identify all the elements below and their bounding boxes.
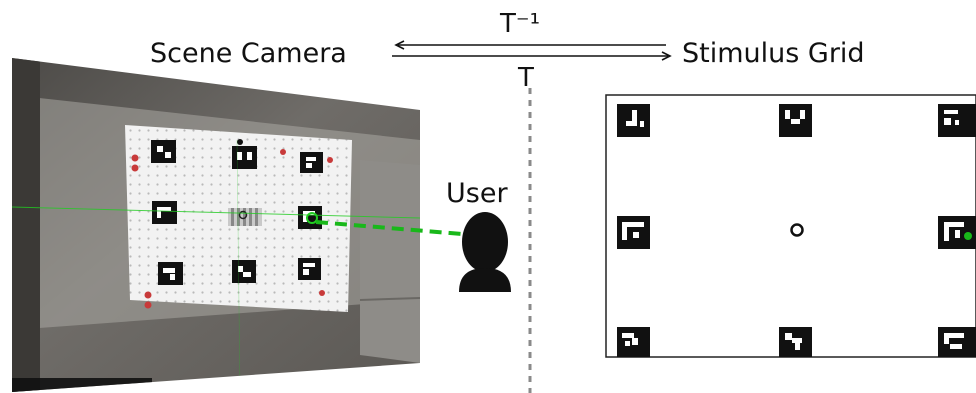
t-inverse-label: T⁻¹ <box>499 9 540 39</box>
scene-camera-label: Scene Camera <box>150 38 347 69</box>
photo-marker <box>158 262 183 285</box>
photo-gaze-point <box>306 212 318 224</box>
scene-camera-photo <box>12 58 420 392</box>
t-label: T <box>517 63 534 93</box>
user-silhouette-icon <box>459 212 511 292</box>
photo-marker <box>298 258 321 280</box>
long-arrow-left-icon <box>394 40 666 50</box>
grid-marker <box>617 216 650 249</box>
grid-marker <box>938 327 976 357</box>
photo-marker <box>298 206 322 229</box>
grid-marker <box>779 104 812 137</box>
photo-gaze-ray <box>12 206 420 219</box>
photo-marker <box>300 152 323 173</box>
ring-icon <box>238 210 248 220</box>
grid-marker <box>938 104 976 137</box>
photo-barcode <box>228 208 262 226</box>
photo-marker <box>152 201 177 224</box>
photo-overlay-box <box>12 378 152 392</box>
grid-marker <box>617 327 650 357</box>
stimulus-grid-panel <box>605 94 976 358</box>
ring-icon <box>790 223 804 237</box>
grid-gaze-point <box>964 232 972 240</box>
grid-marker <box>938 216 976 249</box>
stimulus-grid-label: Stimulus Grid <box>682 38 865 69</box>
user-label: User <box>446 178 508 209</box>
grid-marker <box>617 104 650 137</box>
photo-marker <box>151 140 176 163</box>
grid-marker <box>779 327 812 357</box>
photo-marker <box>232 260 256 283</box>
gaze-line <box>315 220 463 236</box>
photo-marker <box>232 146 257 169</box>
long-arrow-right-icon <box>392 51 672 61</box>
transform-arrows <box>392 40 672 61</box>
